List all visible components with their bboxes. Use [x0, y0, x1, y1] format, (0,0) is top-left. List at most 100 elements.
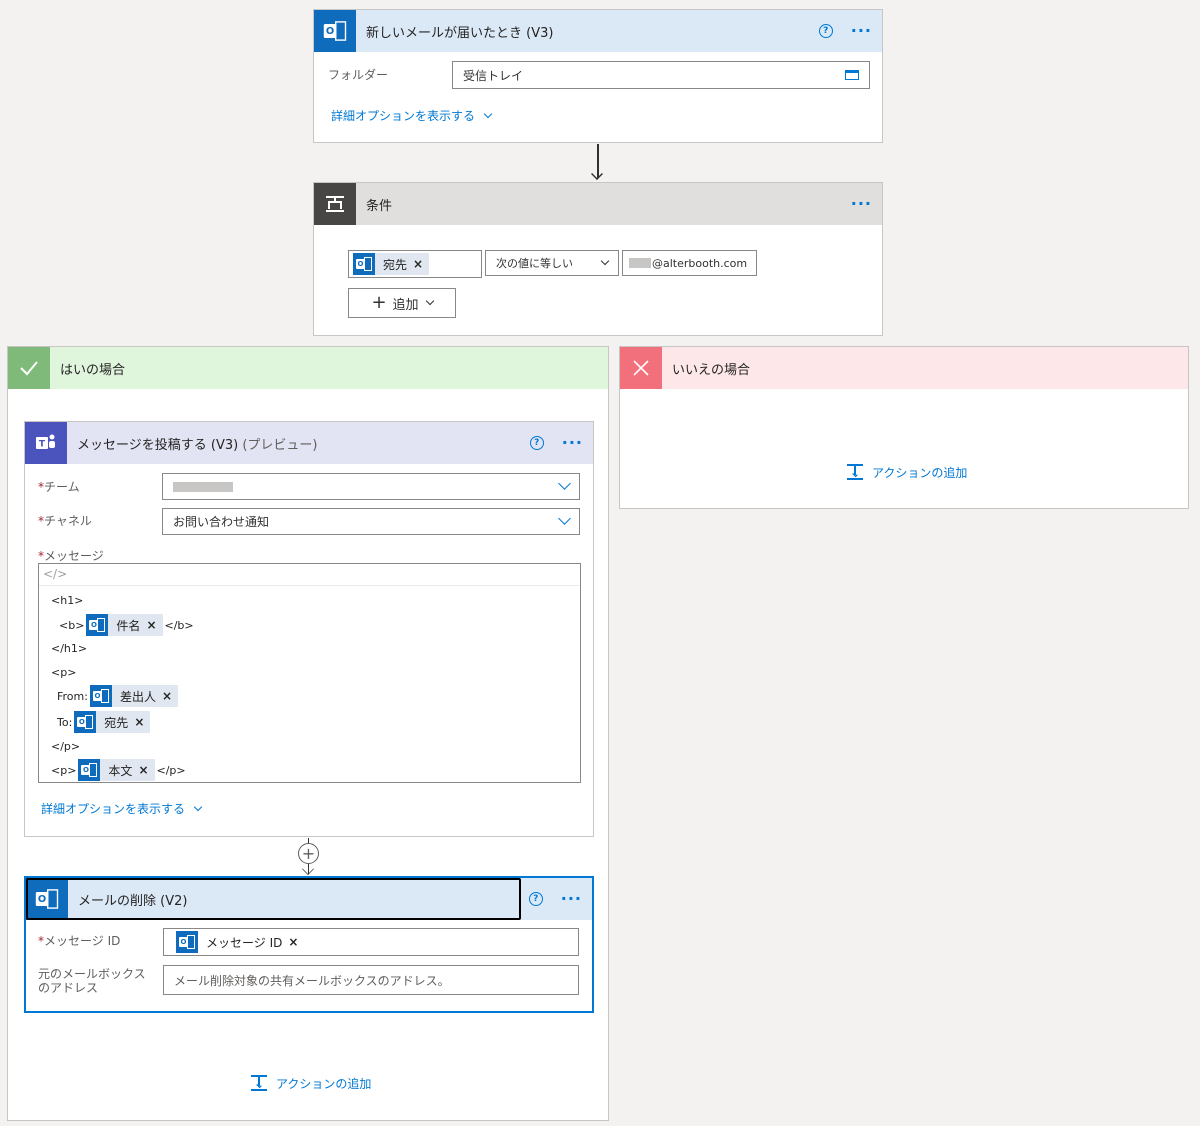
condition-card: 条件 ··· O 宛先 × 次の値に等しい @alterbooth.com + …: [313, 182, 883, 336]
yes-branch-header[interactable]: はいの場合: [8, 347, 608, 389]
folder-value: 受信トレイ: [463, 68, 524, 83]
channel-value: お問い合わせ通知: [173, 515, 270, 529]
outlook-icon: O: [89, 685, 112, 707]
mailbox-input[interactable]: メール削除対象の共有メールボックスのアドレス。: [163, 965, 579, 995]
remove-token-icon[interactable]: ×: [161, 689, 173, 703]
help-icon[interactable]: ?: [529, 436, 544, 450]
redacted-team-value: [173, 481, 560, 492]
more-options-icon[interactable]: ···: [850, 21, 872, 40]
token-recipient[interactable]: O 宛先 ×: [353, 253, 430, 275]
condition-left-operand[interactable]: O 宛先 ×: [348, 250, 482, 278]
post-message-title-text: メッセージを投稿する (V3): [77, 437, 239, 453]
yes-branch-card: はいの場合 T メッセージを投稿する (V3) (プレビュー) ? ··· *チ…: [7, 346, 609, 1121]
folder-input[interactable]: 受信トレイ: [452, 61, 870, 89]
insert-step-icon[interactable]: +: [298, 843, 319, 864]
condition-value: @alterbooth.com: [652, 256, 748, 270]
trigger-header[interactable]: O 新しいメールが届いたとき (V3) ? ···: [314, 10, 882, 52]
delete-mail-title: メールの削除 (V2): [78, 893, 188, 909]
outlook-icon: O: [353, 253, 375, 275]
trigger-card: O 新しいメールが届いたとき (V3) ? ··· フォルダー 受信トレイ 詳細…: [313, 9, 883, 143]
code-line: </h1>: [51, 642, 88, 655]
outlook-icon: O: [86, 614, 109, 636]
trigger-advanced-options-link[interactable]: 詳細オプションを表示する: [331, 107, 493, 124]
code-view-toolbar: </>: [39, 564, 580, 586]
outlook-icon: O: [26, 878, 68, 920]
add-action-label: アクションの追加: [276, 1076, 372, 1091]
arrow-head: [591, 168, 603, 180]
post-message-card: T メッセージを投稿する (V3) (プレビュー) ? ··· *チーム *チャ…: [24, 421, 594, 837]
chevron-down-icon: [558, 512, 571, 525]
remove-token-icon[interactable]: ×: [288, 935, 299, 949]
post-message-header[interactable]: T メッセージを投稿する (V3) (プレビュー) ? ···: [25, 422, 593, 464]
header-focus-outline: [26, 878, 521, 920]
no-branch-header[interactable]: いいえの場合: [620, 347, 1188, 389]
token-label: 宛先: [383, 257, 408, 272]
condition-right-operand[interactable]: @alterbooth.com: [622, 250, 757, 276]
add-label: 追加: [392, 297, 419, 313]
remove-token-icon[interactable]: ×: [134, 715, 145, 729]
code-view-icon[interactable]: </>: [43, 567, 68, 581]
remove-token-icon[interactable]: ×: [138, 763, 149, 777]
svg-text:T: T: [39, 440, 46, 450]
add-condition-button[interactable]: + 追加: [348, 288, 456, 318]
add-action-icon: [846, 463, 864, 481]
more-options-icon[interactable]: ···: [850, 194, 872, 213]
advanced-options-label: 詳細オプションを表示する: [41, 802, 186, 816]
folder-picker-icon[interactable]: [845, 70, 859, 80]
condition-icon: [314, 183, 356, 225]
code-line: </p>: [51, 740, 81, 753]
teams-icon: T: [25, 422, 67, 464]
condition-title: 条件: [366, 198, 393, 214]
redacted-text: [629, 258, 651, 268]
team-label: *チーム: [38, 480, 80, 494]
chevron-down-icon: [193, 802, 203, 811]
yes-branch-title: はいの場合: [60, 362, 126, 378]
channel-select[interactable]: お問い合わせ通知: [162, 508, 580, 535]
remove-token-icon[interactable]: ×: [413, 257, 424, 271]
plus-icon: +: [371, 292, 387, 313]
post-message-advanced-options-link[interactable]: 詳細オプションを表示する: [41, 800, 203, 817]
condition-operator-select[interactable]: 次の値に等しい: [485, 250, 619, 276]
more-options-icon[interactable]: ···: [561, 433, 583, 452]
no-add-action-button[interactable]: アクションの追加: [846, 463, 967, 481]
mailbox-placeholder: メール削除対象の共有メールボックスのアドレス。: [174, 973, 450, 988]
yes-add-action-button[interactable]: アクションの追加: [250, 1074, 371, 1092]
trigger-title: 新しいメールが届いたとき (V3): [366, 25, 554, 41]
close-icon: [620, 347, 662, 389]
chevron-down-icon: [600, 256, 610, 266]
operator-value: 次の値に等しい: [496, 257, 573, 270]
more-options-icon[interactable]: ···: [560, 889, 582, 908]
code-line: <p>: [51, 666, 77, 679]
condition-header[interactable]: 条件 ···: [314, 183, 882, 225]
outlook-icon: O: [314, 10, 356, 52]
chevron-down-icon: [483, 109, 493, 118]
outlook-icon: O: [78, 759, 101, 781]
no-branch-title: いいえの場合: [672, 362, 751, 378]
code-line: <h1>: [51, 594, 84, 607]
connector-arrow: [597, 144, 599, 178]
checkmark-icon: [8, 347, 50, 389]
help-icon[interactable]: ?: [818, 24, 833, 38]
delete-mail-header[interactable]: O メールの削除 (V2) ? ···: [26, 878, 592, 920]
message-label: *メッセージ: [38, 549, 104, 563]
mailbox-label: 元のメールボックスのアドレス: [38, 967, 146, 995]
outlook-icon: O: [176, 931, 198, 953]
help-icon[interactable]: ?: [528, 892, 543, 906]
add-action-icon: [250, 1074, 268, 1092]
chevron-down-icon: [425, 296, 434, 306]
outlook-icon: O: [74, 711, 97, 733]
remove-token-icon[interactable]: ×: [146, 618, 157, 632]
team-select[interactable]: [162, 473, 580, 500]
advanced-options-label: 詳細オプションを表示する: [331, 109, 476, 123]
